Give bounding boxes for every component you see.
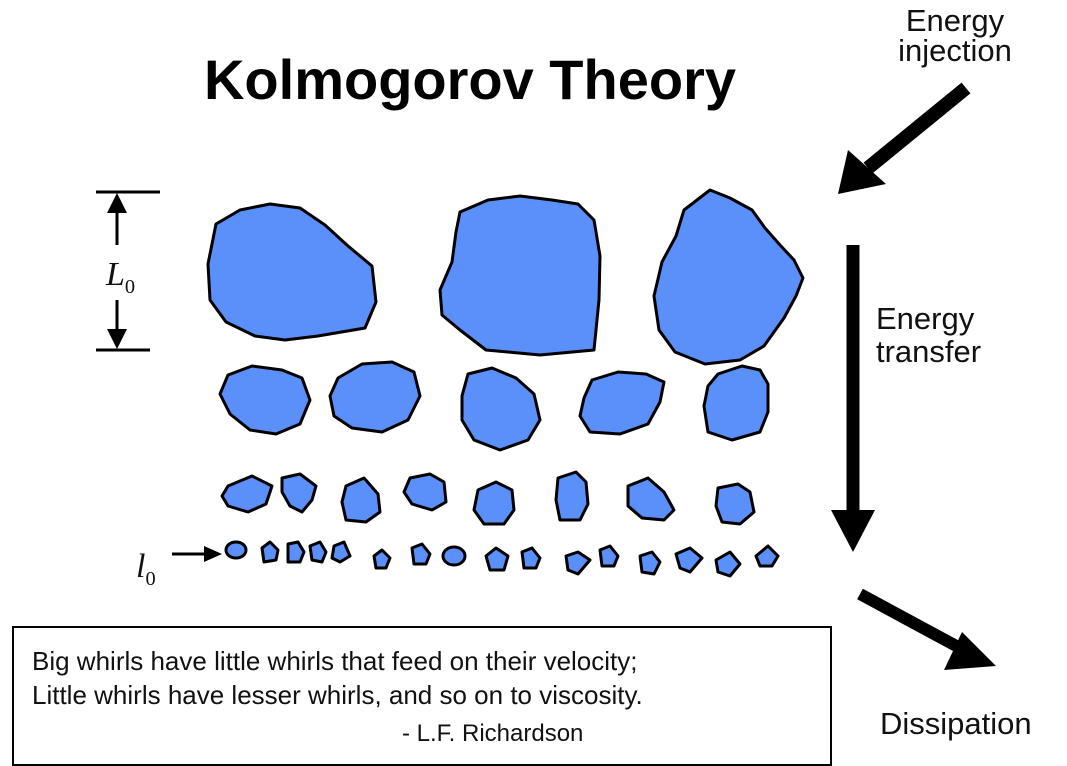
tiny-eddy bbox=[308, 540, 328, 564]
quote-attribution: - L.F. Richardson bbox=[402, 720, 584, 747]
tiny-eddy bbox=[520, 546, 542, 570]
small-scale-label: l0 bbox=[136, 548, 156, 590]
quote-line-1: Big whirls have little whirls that feed … bbox=[32, 646, 638, 676]
tiny-eddy bbox=[674, 546, 704, 574]
tiny-eddy bbox=[260, 540, 280, 564]
medium-eddy bbox=[218, 364, 312, 436]
energy-injection-arrow bbox=[838, 82, 971, 194]
large-scale-label: L0 bbox=[106, 256, 136, 298]
large-eddy bbox=[652, 188, 805, 366]
small-eddy bbox=[626, 476, 676, 522]
tiny-eddy bbox=[714, 550, 742, 578]
small-eddy bbox=[402, 472, 448, 512]
tiny-eddy bbox=[410, 542, 432, 566]
large-eddy bbox=[438, 194, 602, 357]
large-eddy bbox=[206, 202, 378, 342]
large-scale-dimension bbox=[96, 190, 160, 352]
dissipation-arrow bbox=[857, 588, 996, 670]
small-eddy bbox=[554, 470, 590, 522]
small-eddy bbox=[472, 480, 516, 526]
medium-eddy bbox=[702, 364, 770, 442]
energy-transfer-arrow bbox=[831, 245, 875, 552]
medium-eddy bbox=[460, 366, 542, 452]
energy-injection-label: Energy injection bbox=[898, 3, 1012, 68]
small-scale-arrow bbox=[172, 546, 222, 562]
tiny-eddy bbox=[638, 550, 662, 576]
medium-eddy bbox=[328, 360, 422, 434]
quote-box: Big whirls have little whirls that feed … bbox=[12, 626, 832, 766]
tiny-eddy bbox=[754, 544, 780, 568]
tiny-eddy bbox=[441, 545, 467, 567]
small-eddy bbox=[340, 476, 382, 524]
dissipation-label: Dissipation bbox=[880, 706, 1032, 741]
diagram-title: Kolmogorov Theory bbox=[203, 48, 737, 111]
small-eddy bbox=[220, 474, 274, 514]
tiny-eddy bbox=[564, 550, 592, 576]
tiny-eddy bbox=[286, 540, 306, 564]
tiny-eddy bbox=[598, 544, 620, 568]
quote-line-2: Little whirls have lesser whirls, and so… bbox=[32, 680, 643, 710]
tiny-eddy bbox=[372, 548, 392, 570]
small-eddy bbox=[280, 472, 318, 514]
tiny-eddy bbox=[484, 546, 510, 572]
energy-transfer-label: Energy transfer bbox=[876, 301, 982, 369]
small-eddy bbox=[714, 482, 756, 526]
tiny-eddy bbox=[330, 540, 352, 564]
tiny-eddy bbox=[224, 540, 248, 560]
medium-eddy bbox=[578, 370, 666, 436]
